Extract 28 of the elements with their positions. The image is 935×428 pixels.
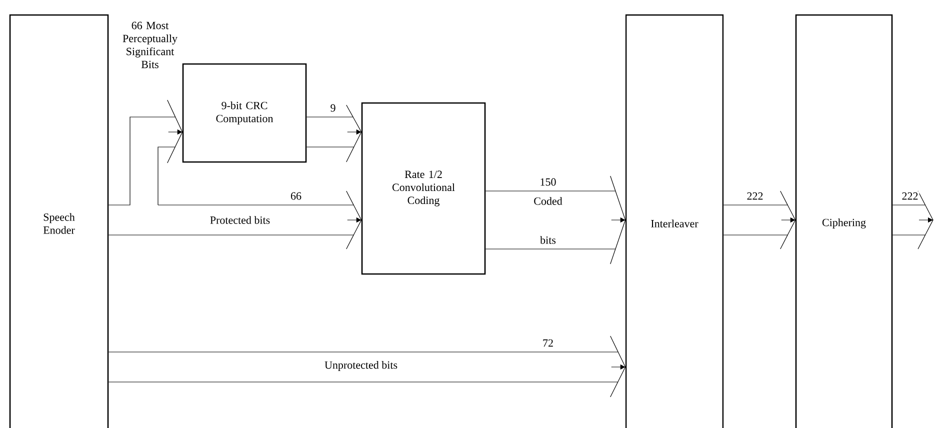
edge-label: 66 Most Perceptually Significant Bits <box>119 20 181 70</box>
edge-label: 9 <box>329 103 337 113</box>
bus-arrow <box>108 336 626 398</box>
edge-label: 150 <box>538 177 558 187</box>
process-box <box>625 14 724 428</box>
bus-arrow <box>723 190 796 250</box>
bus-arrow <box>485 176 626 264</box>
edge-label: 222 <box>746 191 764 201</box>
bus-label: Unprotected bits <box>324 361 398 371</box>
process-box <box>182 63 307 163</box>
bus-arrow <box>306 104 362 162</box>
block-label: Rate 1/2 Convolutional Coding <box>392 170 455 206</box>
edge-label: 66 <box>290 191 302 201</box>
block-label: Ciphering <box>822 218 866 228</box>
block-label: Interleaver <box>651 220 698 228</box>
edge-label: 72 <box>542 338 554 348</box>
process-box <box>9 14 109 428</box>
bus-label: Protected bits <box>210 216 270 224</box>
process-box <box>795 14 893 428</box>
process-box <box>361 102 486 275</box>
edge-label: 222 <box>900 191 920 201</box>
block-label: Speech Enoder <box>43 213 75 234</box>
bus-label: Coded <box>534 197 562 205</box>
bus-arrow <box>108 190 362 250</box>
block-label: 9-bit CRC Computation <box>216 102 274 124</box>
bus-label: bits <box>540 236 556 244</box>
bus-arrow <box>892 190 934 250</box>
bus-arrow <box>108 100 183 206</box>
